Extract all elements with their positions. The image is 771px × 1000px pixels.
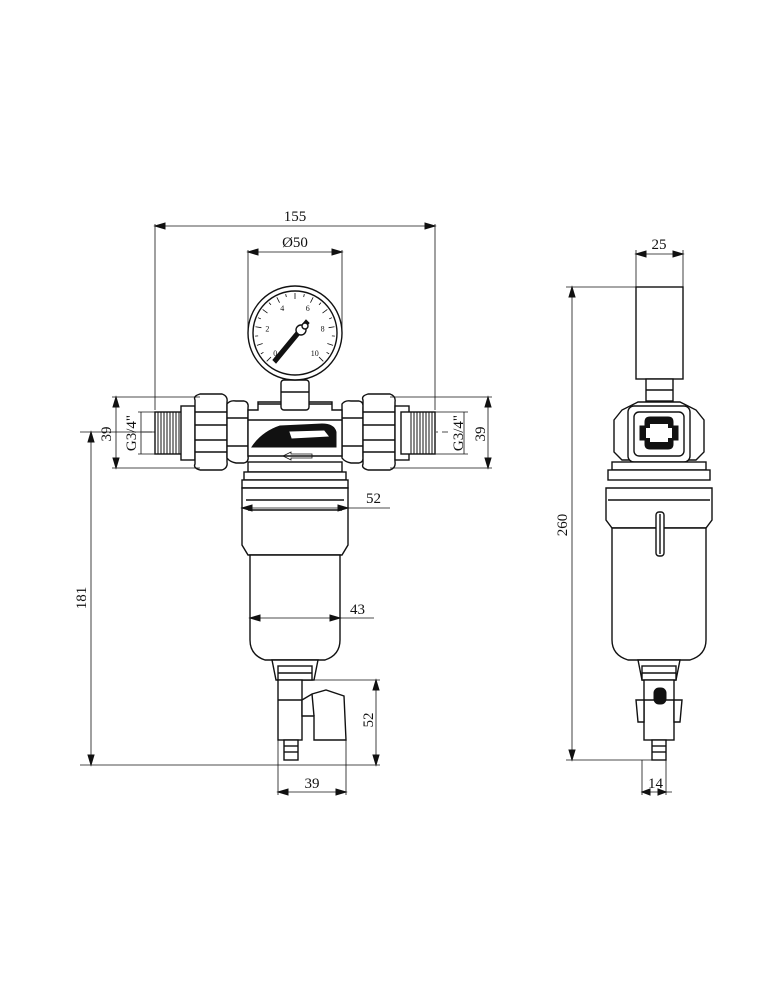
gauge-scale-label: 4: [280, 304, 284, 313]
gauge-tick: [255, 326, 262, 329]
gauge-tick: [303, 294, 305, 298]
left-union-nut: [193, 393, 249, 471]
right-union-nut: [341, 393, 396, 471]
dim-43-label: 43: [350, 602, 365, 618]
dim-25-label: 25: [652, 237, 667, 253]
valve-body: [241, 379, 349, 489]
dim-side-14: 14: [640, 760, 672, 796]
gauge-tick: [260, 351, 264, 355]
gauge-tick: [327, 343, 334, 346]
dim-height-181: 181: [74, 430, 380, 767]
dim-39-left-label: 39: [99, 427, 115, 442]
dim-52-cup-label: 52: [366, 491, 381, 507]
gauge-tick: [326, 351, 330, 355]
drain-handle: [301, 689, 347, 741]
gauge-labels: 0 2 4 6 8 10: [265, 304, 324, 358]
side-view: 25 260 14: [555, 237, 713, 796]
side-gauge: [635, 286, 684, 380]
gauge-tick: [266, 356, 272, 362]
dim-valve-width-39: 39: [276, 740, 348, 796]
gauge-tick: [329, 317, 333, 320]
filter-bowl: [241, 487, 349, 681]
left-thread: [154, 405, 196, 461]
gauge-scale-label: 2: [265, 325, 269, 334]
front-view: 0 2 4 6 8 10: [74, 209, 492, 796]
side-drain: [635, 679, 683, 761]
dim-valve-height-52: 52: [302, 678, 380, 767]
dim-gauge-diameter: Ø50: [246, 235, 344, 333]
drain-valve: [277, 679, 347, 761]
dim-181-label: 181: [74, 587, 90, 610]
flow-arrow: [282, 451, 313, 461]
gauge-tick: [276, 297, 280, 303]
dim-cup-bottom-43: 43: [248, 602, 374, 622]
side-bowl: [605, 487, 713, 681]
dim-155-label: 155: [284, 209, 307, 225]
dim-52-valve-label: 52: [361, 713, 377, 728]
dim-width-total: 155: [153, 209, 437, 410]
dim-side-260: 260: [555, 285, 652, 762]
gauge-tick: [262, 309, 268, 314]
dim-14-label: 14: [648, 776, 664, 792]
gauge-scale-label: 6: [306, 304, 310, 313]
gauge-tick: [318, 356, 324, 362]
dim-d50-label: Ø50: [282, 235, 308, 251]
gauge-tick: [322, 309, 328, 314]
gauge-tick: [285, 294, 287, 298]
dim-right-39: 39 G3/4": [390, 395, 492, 470]
gauge-scale-label: 8: [321, 325, 325, 334]
right-thread: [394, 405, 436, 461]
dim-left-39: 39 G3/4": [99, 395, 200, 470]
gauge-tick: [328, 326, 335, 329]
gauge-scale-label: 0: [273, 349, 277, 358]
gauge-tick: [310, 297, 314, 303]
side-body: [607, 401, 711, 481]
thread-left-label: G3/4": [124, 415, 140, 451]
gauge-tick: [256, 343, 263, 346]
dim-260-label: 260: [555, 514, 571, 537]
gauge-scale-label: 10: [311, 349, 319, 358]
gauge-tick: [268, 302, 272, 306]
gauge-ticks: [255, 293, 335, 362]
pressure-gauge: 0 2 4 6 8 10: [247, 285, 343, 381]
gauge-tick: [257, 317, 261, 320]
dim-side-25: 25: [634, 237, 685, 287]
dim-39-bottom-label: 39: [305, 776, 320, 792]
gauge-tick: [318, 302, 322, 306]
dim-cup-top-52: 52: [240, 491, 390, 512]
thread-right-label: G3/4": [451, 415, 467, 451]
dim-39-right-label: 39: [473, 427, 489, 442]
